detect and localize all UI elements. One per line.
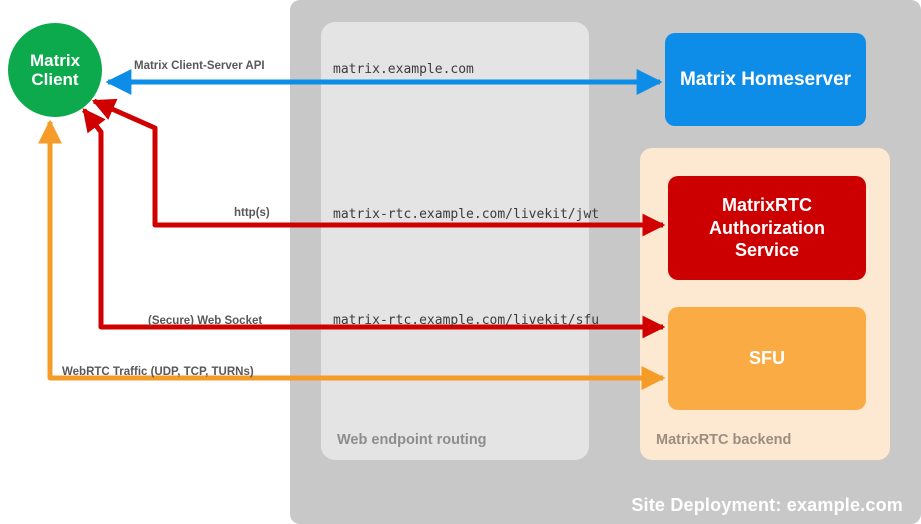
matrix-homeserver-label: Matrix Homeserver bbox=[679, 68, 852, 90]
sfu-label: SFU bbox=[749, 348, 785, 368]
endpoint-url-livekit-jwt: matrix-rtc.example.com/livekit/jwt bbox=[333, 207, 600, 222]
endpoint-url-matrix: matrix.example.com bbox=[333, 62, 474, 77]
edge-label-secure-websocket: (Secure) Web Socket bbox=[148, 315, 263, 327]
node-matrix-client[interactable]: Matrix Client bbox=[8, 23, 102, 117]
node-matrixrtc-authorization-service[interactable]: MatrixRTC Authorization Service bbox=[668, 176, 866, 280]
matrixrtc-backend-label: MatrixRTC backend bbox=[656, 432, 792, 448]
matrix-client-label-line1: Matrix bbox=[29, 50, 81, 70]
edge-label-webrtc-traffic: WebRTC Traffic (UDP, TCP, TURNs) bbox=[62, 366, 254, 378]
endpoint-url-livekit-sfu: matrix-rtc.example.com/livekit/sfu bbox=[333, 313, 600, 328]
web-endpoint-routing-label: Web endpoint routing bbox=[337, 432, 487, 448]
node-matrix-homeserver[interactable]: Matrix Homeserver bbox=[665, 33, 866, 126]
auth-service-label-line2: Authorization bbox=[709, 217, 825, 238]
matrix-client-label-line2: Client bbox=[31, 70, 79, 89]
auth-service-label-line3: Service bbox=[734, 240, 800, 261]
site-deployment-label: Site Deployment: example.com bbox=[631, 495, 903, 515]
node-sfu[interactable]: SFU bbox=[668, 307, 866, 410]
auth-service-label-line1: MatrixRTC bbox=[721, 194, 812, 215]
web-endpoint-routing-panel: Web endpoint routing bbox=[321, 22, 589, 460]
edge-label-https: http(s) bbox=[234, 207, 270, 219]
edge-label-matrix-client-server-api: Matrix Client-Server API bbox=[134, 60, 265, 72]
